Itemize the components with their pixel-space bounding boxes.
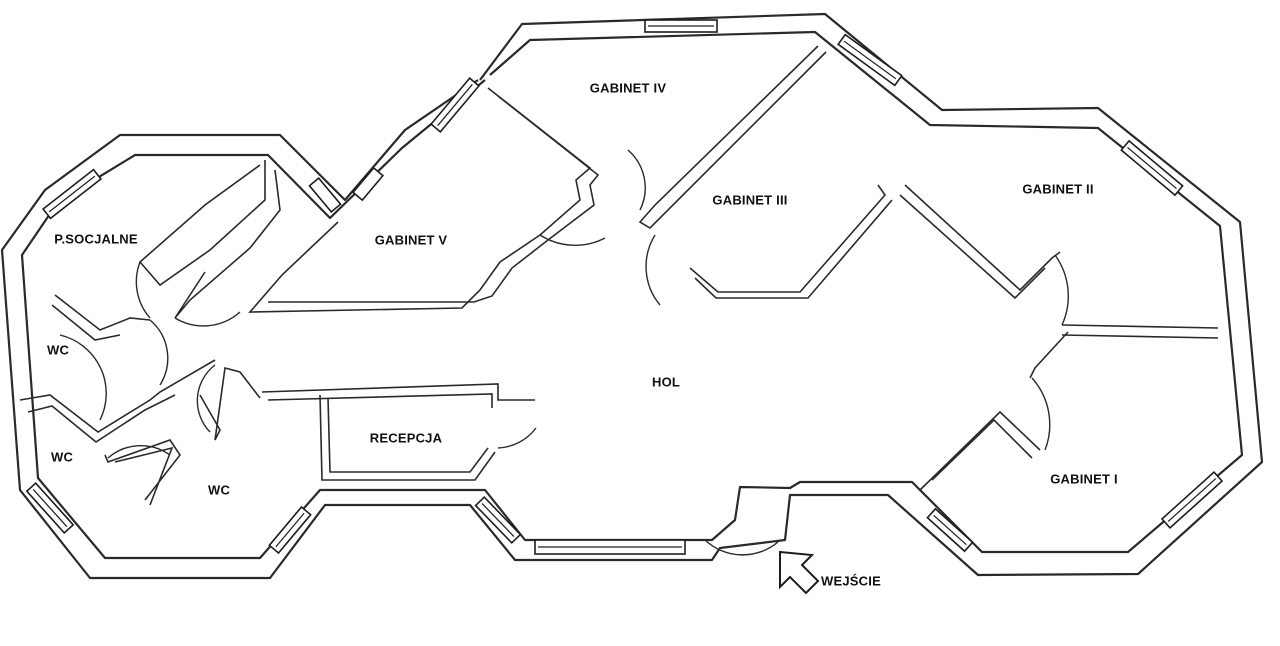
wall-gabinet-ii-i-b [1061, 334, 1219, 339]
window-gabinet-i [926, 507, 974, 553]
room-label-wc-lower-left: WC [50, 449, 74, 465]
wall-wc-mid-inner [27, 394, 176, 443]
wall-wc-low-inner [114, 446, 174, 506]
wall-wc-upper [54, 294, 151, 331]
wall-wc-upper-inner [51, 304, 121, 341]
wall-wc-mid [19, 359, 216, 433]
wall-recepcja-left [319, 394, 496, 481]
door-swing-6 [497, 427, 537, 449]
wall-gabinet-i-lower [919, 410, 1041, 491]
window-wc-left [25, 482, 75, 534]
room-label-gabinet-i: GABINET I [1050, 471, 1118, 487]
wall-gabinet-ii-inner [899, 194, 1046, 300]
wall-p-socjalne-right [174, 169, 281, 319]
wall-wc-low [104, 439, 181, 501]
door-swing-7 [704, 539, 779, 556]
entrance-arrow-icon [779, 550, 820, 595]
room-label-recepcja: RECEPCJA [369, 430, 443, 446]
window-hol-left [474, 495, 522, 545]
window-wc-bottom [268, 505, 312, 555]
wall-gabinet-i [1029, 331, 1069, 379]
wall-p-socjalne [138, 160, 266, 287]
wall-gabinet-v [248, 87, 592, 313]
wall-gabinet-ii [904, 184, 1061, 292]
door-swing-13 [196, 364, 216, 433]
wall-recepcja-inner [267, 393, 493, 408]
window-gabinet-v-b [351, 166, 385, 202]
room-label-gabinet-ii: GABINET II [1022, 181, 1094, 197]
wall-gabinet-v-inner [268, 95, 600, 303]
door-swing-1 [539, 234, 606, 246]
door-swing-11 [59, 334, 107, 421]
entrance-label: WEJŚCIE [821, 573, 881, 589]
wall-gabinet-i-lower-inner [931, 418, 1033, 481]
window-top-right [837, 33, 903, 87]
room-label-gabinet-v: GABINET V [374, 232, 448, 248]
window-gabinet-v-a [429, 77, 481, 133]
window-right-upper [1120, 139, 1184, 197]
window-right-lower [1160, 470, 1224, 530]
window-left-mid [308, 176, 342, 214]
door-swing-10 [149, 319, 169, 386]
wall-wc-right [199, 366, 261, 441]
window-top [644, 19, 718, 33]
door-swing-5 [1031, 377, 1051, 451]
door-swing-2 [627, 149, 646, 211]
wall-gabinet-iii-bottom-inner [694, 199, 893, 299]
room-label-hol: HOL [651, 374, 681, 390]
room-label-gabinet-iv: GABINET IV [589, 80, 667, 96]
window-p-socjalne [41, 168, 103, 220]
wall-gabinet-iii [638, 45, 827, 230]
room-label-wc-upper: WC [46, 342, 70, 358]
door-swing-12 [107, 445, 171, 459]
room-label-p-socjalne: P.SOCJALNE [54, 231, 138, 247]
room-label-gabinet-iii: GABINET III [712, 192, 788, 208]
door-swing-8 [174, 311, 241, 327]
window-hol-bottom [534, 539, 686, 555]
door-swing-3 [645, 234, 661, 306]
wall-gabinet-iii-bottom [689, 184, 887, 293]
wall-gabinet-ii-i [1061, 324, 1219, 329]
outer-wall-outer [0, 12, 1264, 580]
wall-recepcja [261, 383, 535, 401]
door-swing-9 [135, 261, 151, 319]
room-label-wc-lower: WC [207, 482, 231, 498]
door-swing-4 [1054, 254, 1069, 326]
wall-recepcja-left-inner [327, 397, 489, 473]
